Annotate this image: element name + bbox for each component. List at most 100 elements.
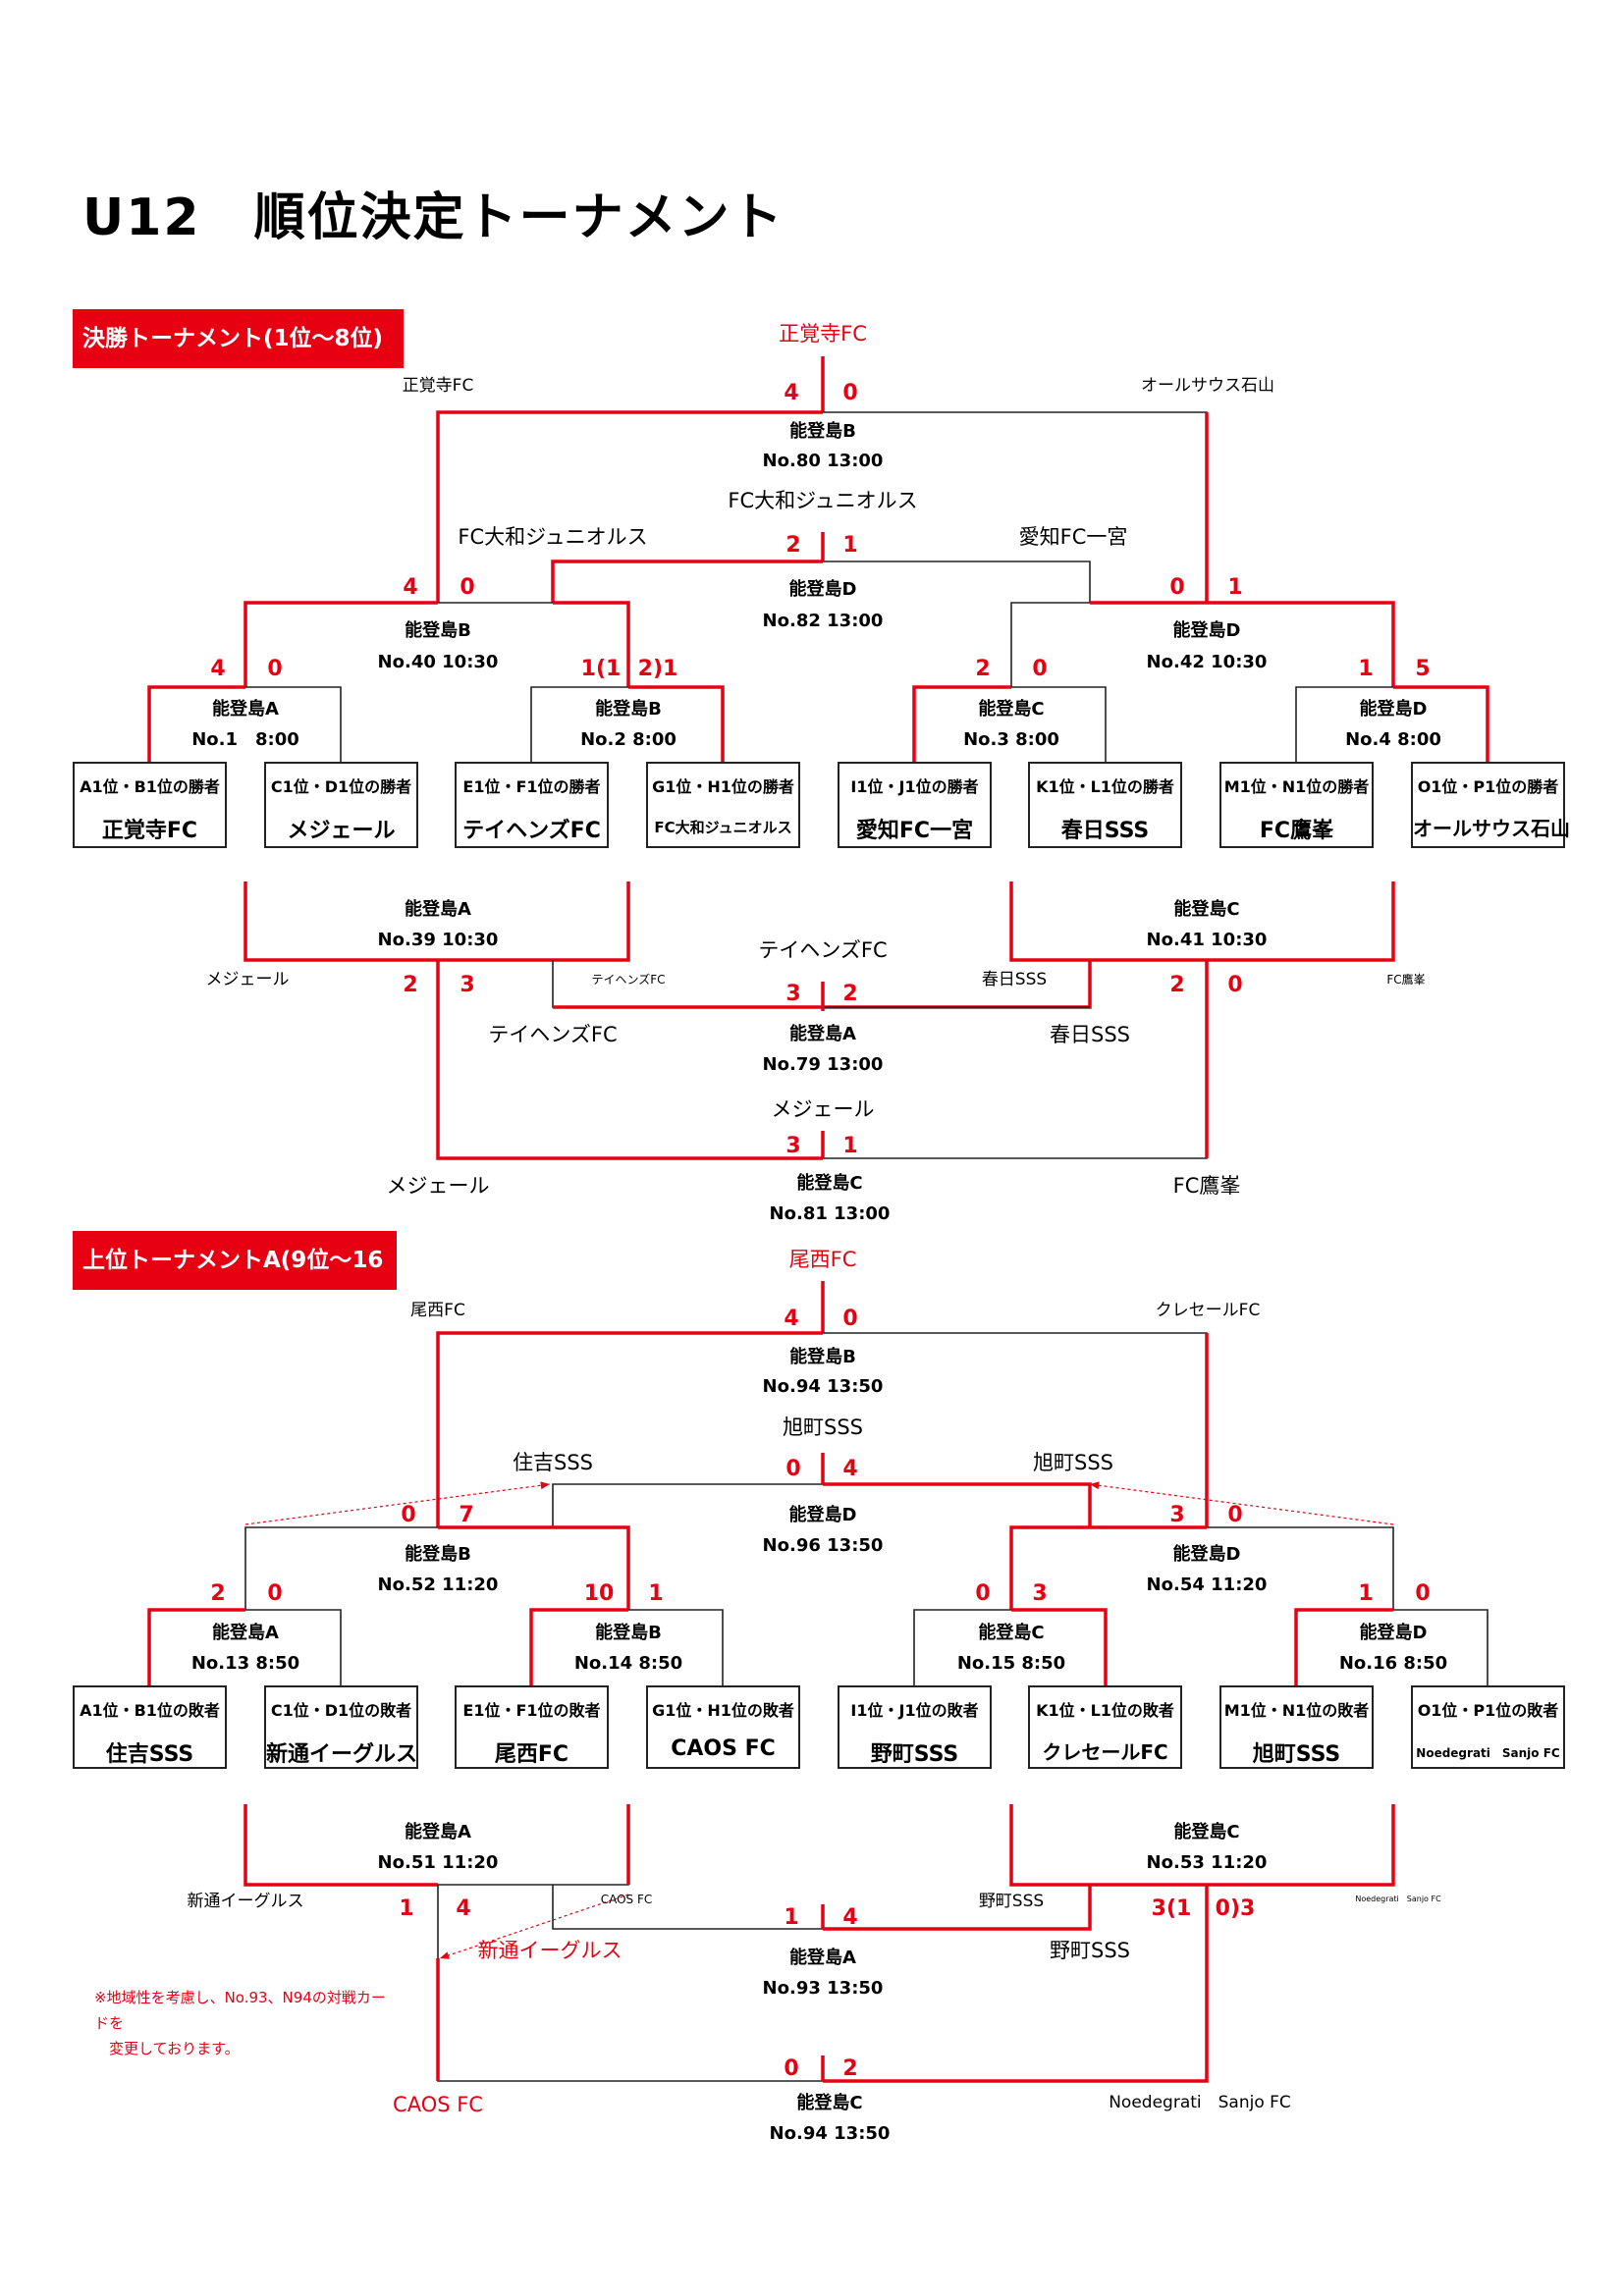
s1-low-left-venue: 能登島A	[405, 899, 471, 920]
s2-r1-4-venue: 能登島D	[1359, 1623, 1428, 1643]
s2-qfr-score-left: 3	[1169, 1503, 1185, 1527]
s2-r1-2-venue: 能登島B	[595, 1623, 662, 1643]
winner-path	[147, 685, 245, 762]
s2-bottom-left-name: CAOS FC	[393, 2093, 483, 2116]
team-box: A1位・B1位の勝者 正覚寺FC	[73, 762, 227, 848]
s2-low-left-score-left: 1	[399, 1896, 414, 1921]
s2-bottom-right-name: Noedegrati Sanjo FC	[1109, 2093, 1291, 2112]
s1-fifth-match: No.81 13:00	[769, 1203, 891, 1224]
s1-third-venue: 能登島A	[789, 1024, 856, 1044]
winner-path	[823, 1885, 1209, 2083]
s2-r1-1-match: No.13 8:50	[190, 1653, 300, 1674]
s2-r1-3-venue: 能登島C	[978, 1623, 1045, 1643]
s2-r1-1-score-left: 2	[210, 1581, 226, 1606]
winner-path	[1009, 1804, 1207, 1887]
winner-path	[436, 960, 823, 1160]
s2-r1-2-score-left: 10	[583, 1581, 615, 1606]
s2-mid-right-name: 旭町SSS	[1033, 1451, 1113, 1474]
s1-fifth-score-right: 1	[842, 1134, 858, 1158]
s2-final-right-name: クレセールFC	[1155, 1301, 1261, 1320]
team-box: E1位・F1位の勝者 テイヘンズFC	[455, 762, 609, 848]
bracket-line	[628, 1609, 724, 1685]
winner-path	[553, 601, 630, 687]
team-box: E1位・F1位の敗者 尾西FC	[455, 1685, 609, 1769]
team-box: O1位・P1位の勝者 オールサウス石山	[1411, 762, 1570, 848]
s1-final-score-left: 4	[784, 381, 799, 405]
s2-bottom-score-left: 0	[784, 2056, 799, 2081]
s2-final-left-name: 尾西FC	[410, 1301, 465, 1320]
s1-r1-4-match: No.4 8:00	[1345, 729, 1441, 750]
s2-qfl-score-right: 7	[459, 1503, 474, 1527]
s2-low-left-score-right: 4	[456, 1896, 471, 1921]
s1-champion: 正覚寺FC	[779, 322, 867, 346]
winner-path	[1009, 1525, 1207, 1610]
bracket-line	[530, 686, 628, 762]
s2-mid-score-left: 0	[785, 1457, 801, 1481]
s2-qfl-match: No.52 11:20	[377, 1575, 499, 1595]
winner-path	[823, 1885, 1092, 1931]
s2-low-right-right-name: Noedegrati Sanjo FC	[1355, 1895, 1441, 1903]
bracket-line	[1393, 1609, 1489, 1685]
s1-qfr-score-left: 0	[1169, 575, 1185, 600]
s1-final-right-name: オールサウス石山	[1141, 376, 1274, 396]
s2-bottom-score-right: 2	[842, 2056, 858, 2081]
s2-bottom-match: No.94 13:50	[769, 2123, 891, 2144]
bracket-line	[245, 1609, 342, 1685]
team-box: G1位・H1位の勝者 FC大和ジュニオルス	[646, 762, 800, 848]
winner-path	[438, 1525, 630, 1610]
s2-low-left-left-name: 新通イーグルス	[187, 1892, 304, 1911]
bracket-line	[244, 1526, 438, 1610]
s1-low-right-right-name: FC鷹峯	[1386, 973, 1426, 987]
s1-low-right-left-name: 春日SSS	[981, 970, 1048, 989]
s1-qfl-score-right: 0	[460, 575, 475, 600]
s2-qfl-venue: 能登島B	[405, 1544, 471, 1565]
s1-r1-1-score-left: 4	[210, 657, 226, 681]
s2-low-right-score-right: 0)3	[1215, 1896, 1256, 1921]
s1-fifth-winner: メジェール	[771, 1097, 875, 1121]
s2-qfl-score-left: 0	[401, 1503, 416, 1527]
s2-qfr-match: No.54 11:20	[1146, 1575, 1268, 1595]
s2-r1-4-match: No.16 8:50	[1338, 1653, 1448, 1674]
team-box: A1位・B1位の敗者 住吉SSS	[73, 1685, 227, 1769]
s1-semi-score-right: 1	[842, 533, 858, 558]
s1-final-venue: 能登島B	[789, 421, 856, 442]
s2-champion: 尾西FC	[788, 1248, 857, 1271]
s1-r1-3-score-left: 2	[975, 657, 991, 681]
s1-r1-1-venue: 能登島A	[212, 699, 279, 720]
s2-final-score-left: 4	[784, 1307, 799, 1331]
s2-qfr-venue: 能登島D	[1172, 1544, 1241, 1565]
winner-path	[912, 685, 1011, 762]
s1-low-right-match: No.41 10:30	[1146, 930, 1268, 950]
s1-third-match: No.79 13:00	[762, 1054, 884, 1075]
team-box: C1位・D1位の勝者 メジェール	[264, 762, 418, 848]
s1-r1-2-score-left: 1(1	[580, 657, 622, 681]
s2-lowmid-venue: 能登島A	[789, 1948, 856, 1968]
s1-final-left-name: 正覚寺FC	[402, 376, 474, 396]
s2-final-venue: 能登島B	[789, 1347, 856, 1367]
s1-third-right-name: 春日SSS	[1050, 1023, 1130, 1046]
s2-low-left-right-name: CAOS FC	[600, 1893, 653, 1906]
s2-mid-winner: 旭町SSS	[783, 1415, 863, 1439]
arrow-head	[1090, 1481, 1100, 1490]
winner-path	[1011, 1608, 1108, 1685]
winner-path	[244, 601, 438, 687]
arrow-head	[440, 1951, 450, 1959]
winner-path	[244, 1804, 438, 1887]
s2-r1-3-score-right: 3	[1032, 1581, 1048, 1606]
s1-semi-winner: FC大和ジュニオルス	[728, 489, 918, 512]
s1-low-left-score-left: 2	[403, 973, 418, 997]
s1-semi-match: No.82 13:00	[762, 611, 884, 631]
s2-low-right-match: No.53 11:20	[1146, 1852, 1268, 1873]
s1-qfr-venue: 能登島D	[1172, 620, 1241, 641]
s1-low-left-right-name: テイヘンズFC	[591, 973, 666, 987]
s2-lowmid-score-right: 4	[842, 1905, 858, 1930]
winner-path	[1207, 881, 1395, 962]
s2-r1-3-match: No.15 8:50	[956, 1653, 1066, 1674]
s1-r1-2-score-right: 2)1	[637, 657, 678, 681]
s1-r1-2-venue: 能登島B	[595, 699, 662, 720]
team-box: C1位・D1位の敗者 新通イーグルス	[264, 1685, 418, 1769]
s1-fifth-venue: 能登島C	[796, 1173, 863, 1194]
s1-r1-1-match: No.1 8:00	[191, 729, 299, 750]
winner-path	[244, 881, 438, 962]
s1-fifth-score-left: 3	[785, 1134, 801, 1158]
